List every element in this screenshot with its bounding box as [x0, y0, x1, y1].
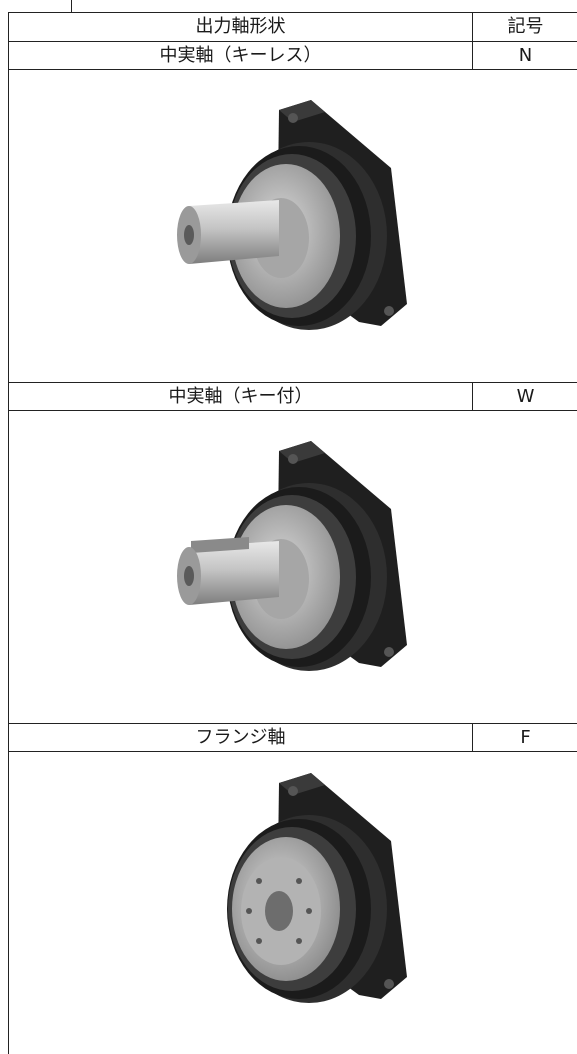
table-row: 中実軸（キーレス） N — [9, 42, 577, 70]
gear-reducer-solid-shaft-keyless-icon — [177, 100, 407, 330]
product-image-cell — [9, 411, 577, 724]
table-header-row: 出力軸形状 記号 — [9, 13, 577, 42]
margin-tick — [71, 0, 72, 13]
shape-name: 中実軸（キーレス） — [9, 42, 473, 69]
gear-reducer-solid-shaft-keyed-icon — [177, 441, 407, 671]
shape-symbol: N — [518, 44, 533, 66]
shape-column-header: 出力軸形状 — [9, 13, 473, 41]
table-row: フランジ軸 F — [9, 724, 577, 752]
product-image-cell — [9, 752, 577, 1054]
shape-symbol: F — [520, 726, 531, 748]
product-image-cell — [9, 70, 577, 383]
shape-name: フランジ軸 — [9, 724, 473, 751]
shape-name: 中実軸（キー付） — [9, 383, 473, 410]
symbol-column-header: 記号 — [507, 16, 544, 37]
table-row: 中実軸（キー付） W — [9, 383, 577, 411]
output-shaft-table: 出力軸形状 記号 中実軸（キーレス） N — [8, 12, 577, 1054]
shape-symbol: W — [516, 385, 535, 407]
gear-reducer-flange-shaft-icon — [227, 773, 407, 1003]
